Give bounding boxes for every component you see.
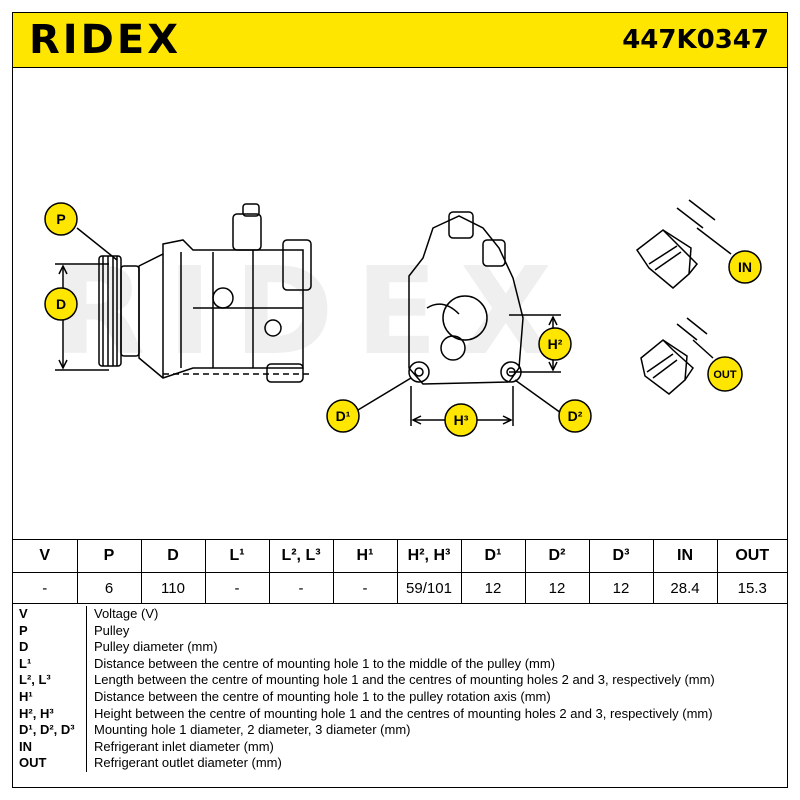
- legend-key: OUT: [13, 755, 87, 772]
- legend-key: P: [13, 622, 87, 640]
- callout-p: P: [44, 202, 78, 236]
- spec-header-cell: L², L³: [268, 539, 334, 573]
- technical-drawing: RIDEX: [13, 68, 787, 538]
- legend-item: L², L³ Length between the centre of moun…: [13, 672, 787, 689]
- legend-desc: Pulley: [94, 622, 130, 638]
- part-number: 447K0347: [622, 25, 769, 55]
- legend-item: P Pulley: [13, 622, 787, 640]
- legend-item: IN Refrigerant inlet diameter (mm): [13, 738, 787, 756]
- legend-desc: Distance between the centre of mounting …: [94, 688, 551, 704]
- spec-header-cell: P: [76, 539, 142, 573]
- legend-item: L¹ Distance between the centre of mounti…: [13, 655, 787, 673]
- callout-d: D: [44, 287, 78, 321]
- brand-logo: RIDEX: [29, 17, 182, 63]
- spec-value-cell: -: [204, 572, 270, 604]
- legend-desc: Refrigerant inlet diameter (mm): [94, 738, 274, 754]
- spec-value-cell: 15.3: [716, 572, 787, 604]
- pulley-side-view: [98, 255, 140, 367]
- callout-h2-label: H²: [548, 336, 563, 352]
- legend-desc: Distance between the centre of mounting …: [94, 655, 556, 671]
- spec-header-cell: OUT: [716, 539, 787, 573]
- legend-item: OUT Refrigerant outlet diameter (mm): [13, 755, 787, 772]
- spec-header-cell: V: [13, 539, 78, 573]
- callout-in-label: IN: [738, 259, 752, 275]
- callout-d-label: D: [56, 296, 66, 312]
- callout-d2: D²: [558, 399, 592, 433]
- spec-value-cell: 110: [140, 572, 206, 604]
- spec-value-cell: -: [332, 572, 398, 604]
- outlet-fitting: [640, 317, 714, 395]
- spec-header-cell: H², H³: [396, 539, 462, 573]
- legend-desc: Length between the centre of mounting ho…: [94, 672, 715, 688]
- legend-key: H², H³: [13, 705, 87, 723]
- compressor-drawing-svg: P D H² D¹ H³: [44, 199, 762, 437]
- callout-out-label: OUT: [713, 369, 737, 381]
- callout-in: IN: [728, 250, 762, 284]
- spec-value-cell: -: [268, 572, 334, 604]
- spec-value-cell: 12: [588, 572, 654, 604]
- compressor-body-side-view: [138, 203, 312, 383]
- spec-value-cell: 28.4: [652, 572, 718, 604]
- callout-h3: H³: [444, 403, 478, 437]
- legend-item: V Voltage (V): [13, 606, 787, 623]
- legend-key: H¹: [13, 688, 87, 706]
- spec-sheet: RIDEX 447K0347 RIDEX: [12, 12, 788, 788]
- spec-table: V P D L¹ L², L³ H¹ H², H³ D¹ D² D³ IN OU…: [13, 539, 787, 604]
- legend-key: D: [13, 639, 87, 656]
- callout-out: OUT: [707, 356, 743, 392]
- legend-desc: Mounting hole 1 diameter, 2 diameter, 3 …: [94, 722, 411, 738]
- spec-value-cell: 59/101: [396, 572, 462, 604]
- callout-h3-label: H³: [454, 412, 469, 428]
- legend-list: V Voltage (V) P Pulley D Pulley diameter…: [13, 606, 787, 772]
- callout-p-label: P: [56, 211, 65, 227]
- spec-header-cell: IN: [652, 539, 718, 573]
- spec-value-cell: 12: [460, 572, 526, 604]
- legend-key: D¹, D², D³: [13, 722, 87, 739]
- compressor-front-view: [408, 211, 524, 385]
- spec-header-cell: D: [140, 539, 206, 573]
- legend-desc: Refrigerant outlet diameter (mm): [94, 755, 282, 771]
- legend-key: L², L³: [13, 672, 87, 689]
- spec-header-cell: D³: [588, 539, 654, 573]
- spec-header-cell: L¹: [204, 539, 270, 573]
- callout-h2: H²: [538, 327, 572, 361]
- spec-value-cell: 12: [524, 572, 590, 604]
- legend-desc: Pulley diameter (mm): [94, 639, 218, 655]
- callout-d2-label: D²: [568, 408, 583, 424]
- spec-value-row: - 6 110 - - - 59/101 12 12 12 28.4 15.3: [13, 572, 787, 604]
- legend-desc: Height between the centre of mounting ho…: [94, 705, 713, 721]
- spec-value-cell: -: [13, 572, 78, 604]
- legend-item: H², H³ Height between the centre of moun…: [13, 705, 787, 723]
- legend-key: IN: [13, 738, 87, 756]
- callout-d1: D¹: [326, 399, 360, 433]
- spec-header-cell: D²: [524, 539, 590, 573]
- inlet-fitting: [635, 199, 732, 289]
- header-bar: RIDEX 447K0347: [13, 13, 787, 68]
- legend-item: H¹ Distance between the centre of mounti…: [13, 688, 787, 706]
- spec-header-cell: D¹: [460, 539, 526, 573]
- legend-desc: Voltage (V): [94, 606, 159, 621]
- spec-value-cell: 6: [76, 572, 142, 604]
- legend-key: V: [13, 606, 87, 623]
- legend-item: D¹, D², D³ Mounting hole 1 diameter, 2 d…: [13, 722, 787, 739]
- legend-key: L¹: [13, 655, 87, 673]
- spec-header-cell: H¹: [332, 539, 398, 573]
- callout-d1-label: D¹: [336, 408, 351, 424]
- dimension-d: [55, 227, 309, 375]
- legend-item: D Pulley diameter (mm): [13, 639, 787, 656]
- spec-header-row: V P D L¹ L², L³ H¹ H², H³ D¹ D² D³ IN OU…: [13, 539, 787, 573]
